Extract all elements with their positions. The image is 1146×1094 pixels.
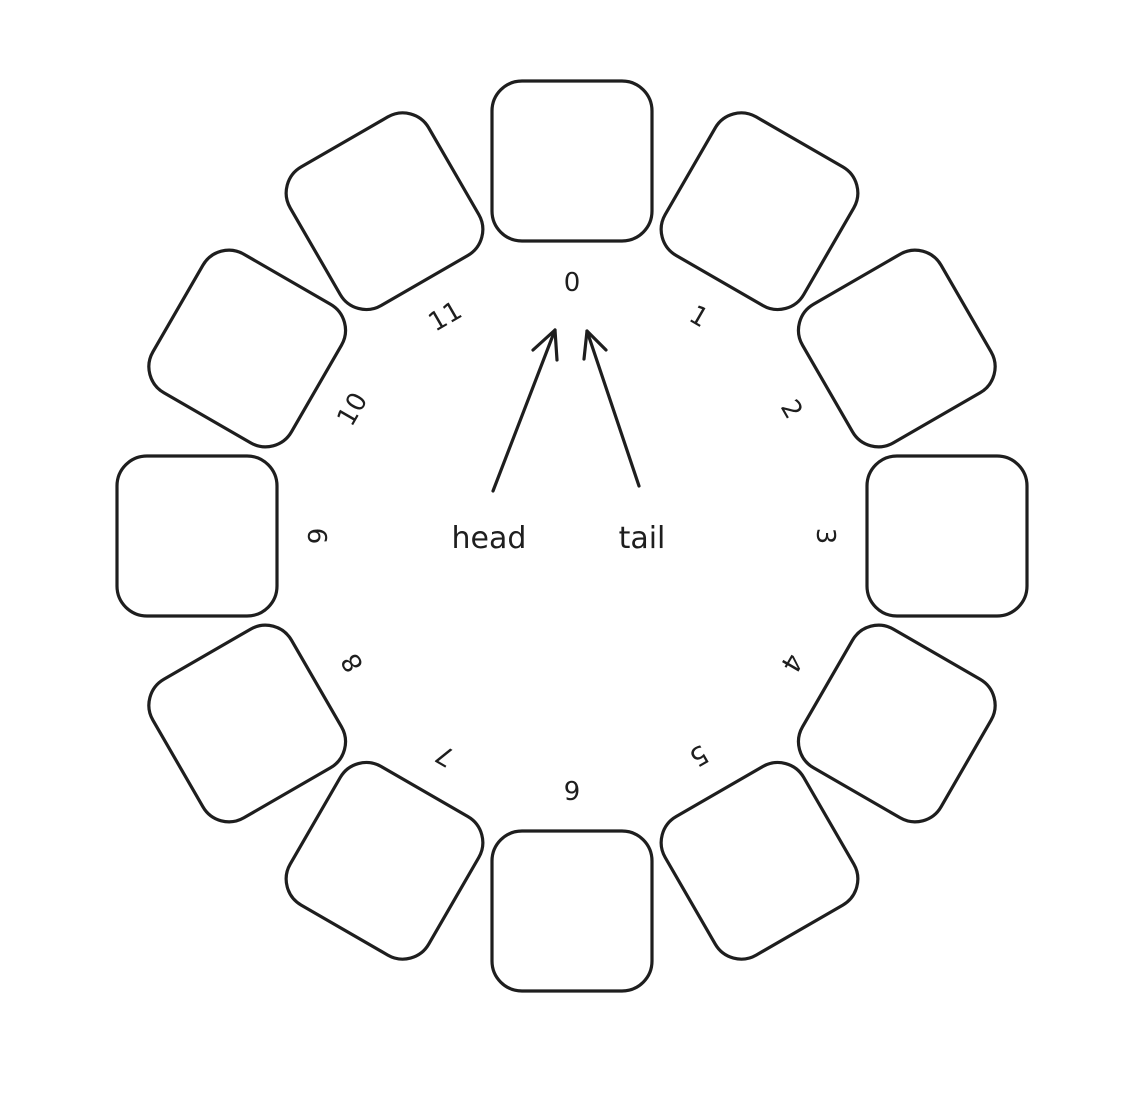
- slot-box: [147, 248, 348, 449]
- slot-index-label-5: 5: [684, 738, 713, 772]
- slot-box: [284, 111, 485, 312]
- slot-index-label-8: 8: [336, 648, 370, 677]
- slot-box: [796, 623, 997, 824]
- head-pointer: head: [452, 328, 559, 556]
- slot-index-label-1: 1: [684, 300, 713, 334]
- tail-arrowhead: [582, 329, 608, 361]
- ring-slot-5: [659, 760, 860, 961]
- ring-slot-9: [115, 454, 279, 618]
- slot-index-label-11: 11: [424, 296, 468, 339]
- ring-slot-0: [490, 79, 654, 243]
- slot-box: [284, 760, 485, 961]
- head-arrowhead: [531, 328, 559, 362]
- ring-slot-11: [284, 111, 485, 312]
- ring-slot-7: [284, 760, 485, 961]
- ring-slot-10: [147, 248, 348, 449]
- ring-slot-1: [659, 111, 860, 312]
- slot-index-label-3: 3: [810, 528, 840, 545]
- slot-box: [115, 454, 279, 618]
- slot-index-label-10: 10: [332, 388, 375, 432]
- slot-index-label-6: 6: [564, 774, 581, 804]
- tail-pointer: tail: [582, 329, 666, 556]
- slot-box: [147, 623, 348, 824]
- slot-index-label-2: 2: [774, 395, 808, 424]
- ring-slot-8: [147, 623, 348, 824]
- slot-index-label-0: 0: [564, 268, 581, 298]
- tail-label: tail: [619, 521, 666, 556]
- slot-box: [490, 829, 654, 993]
- slot-box: [659, 760, 860, 961]
- slot-box: [865, 454, 1029, 618]
- slot-index-label-7: 7: [431, 738, 460, 772]
- ring-index-labels: 0 1 2 3 4 5 6 7 8 9 10 11: [304, 268, 840, 804]
- slot-index-label-4: 4: [774, 648, 808, 677]
- ring-slot-2: [796, 248, 997, 449]
- slot-box: [659, 111, 860, 312]
- head-arrow: [491, 328, 557, 493]
- ring-slot-6: [490, 829, 654, 993]
- ring-slots: [115, 79, 1029, 993]
- ring-slot-4: [796, 623, 997, 824]
- head-label: head: [452, 521, 527, 556]
- slot-box: [490, 79, 654, 243]
- tail-arrow: [585, 329, 641, 488]
- slot-box: [796, 248, 997, 449]
- ring-slot-3: [865, 454, 1029, 618]
- slot-index-label-9: 9: [304, 528, 334, 545]
